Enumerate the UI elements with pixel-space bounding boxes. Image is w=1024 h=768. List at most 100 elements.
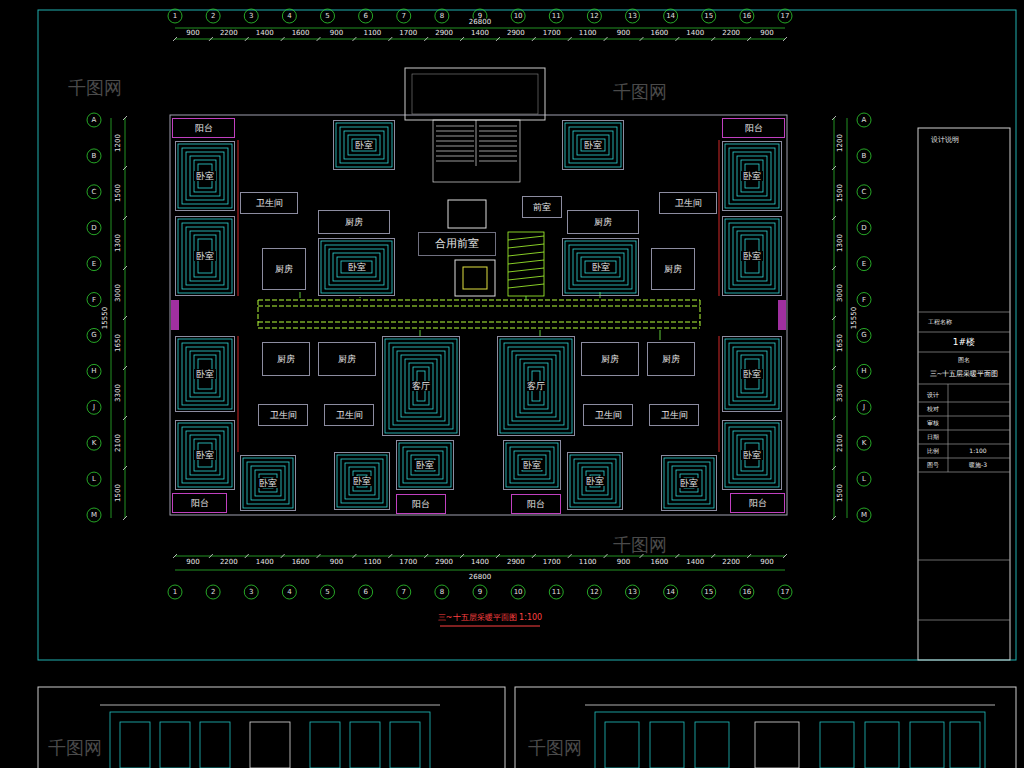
- axis-letter: F: [862, 296, 866, 303]
- axis-circle: [857, 508, 871, 522]
- axis-number: 4: [287, 13, 291, 20]
- title-block-text: 1:100: [969, 448, 986, 454]
- axis-letter: E: [92, 260, 96, 267]
- room-box: 卧室: [503, 440, 561, 490]
- building-outline: [170, 115, 787, 515]
- axis-letter: H: [91, 368, 96, 375]
- axis-circle: [664, 9, 678, 23]
- room-label: 厨房: [273, 264, 295, 275]
- balcony-room: 阳台: [730, 493, 785, 513]
- room-label: 卫生间: [254, 198, 285, 209]
- dimension-tick: [317, 554, 321, 558]
- room-label: 卧室: [194, 171, 216, 182]
- dimension-text: 1600: [649, 559, 669, 566]
- axis-letter: M: [861, 512, 867, 519]
- axis-number: 10: [514, 589, 523, 596]
- room-box: 卧室: [396, 440, 454, 490]
- axis-number: 13: [628, 589, 637, 596]
- axis-letter: E: [862, 260, 866, 267]
- axis-circle: [857, 364, 871, 378]
- axis-number: 2: [211, 589, 215, 596]
- axis-number: 1: [173, 589, 177, 596]
- dimension-tick: [460, 554, 464, 558]
- room-label: 阳台: [410, 499, 432, 510]
- dimension-text: 1600: [291, 30, 311, 37]
- title-block-text: 1#楼: [953, 338, 975, 347]
- wall-block: [778, 300, 786, 330]
- dimension-total: 15550: [851, 306, 858, 330]
- heating-coil: [573, 131, 613, 159]
- heating-coil: [524, 363, 548, 409]
- wall-line: [238, 140, 719, 452]
- dimension-tick: [604, 37, 608, 41]
- axis-circle: [435, 585, 449, 599]
- heating-coil: [194, 160, 216, 192]
- heating-coil: [255, 470, 281, 496]
- axis-number: 16: [742, 13, 751, 20]
- room-box: 卧室: [562, 120, 624, 170]
- dimension-tick: [675, 37, 679, 41]
- title-block-text: 审核: [927, 420, 939, 426]
- room-box: 卫生间: [240, 192, 298, 214]
- heating-coil: [741, 355, 763, 393]
- axis-number: 11: [552, 13, 561, 20]
- heating-coil: [178, 339, 232, 409]
- corridor-main-pipe: [258, 300, 700, 328]
- dimension-text: 2200: [721, 559, 741, 566]
- dimension-text: 1700: [398, 559, 418, 566]
- axis-circle: [511, 9, 525, 23]
- axis-number: 7: [402, 13, 406, 20]
- room-label: 合用前室: [433, 237, 481, 250]
- axis-circle: [321, 9, 335, 23]
- room-box: 厨房: [262, 248, 306, 290]
- heating-coil: [737, 231, 767, 281]
- axis-circle: [87, 472, 101, 486]
- dimension-text: 1200: [837, 133, 844, 153]
- wall-block: [171, 300, 179, 330]
- room-label: 卧室: [414, 460, 436, 471]
- heating-coil: [522, 459, 542, 471]
- heating-coil: [737, 351, 767, 397]
- axis-number: 12: [590, 13, 599, 20]
- heating-coil: [500, 339, 572, 433]
- dimension-tick: [424, 554, 428, 558]
- balcony-room: 阳台: [722, 118, 785, 138]
- dimension-tick: [460, 37, 464, 41]
- axis-circle: [87, 436, 101, 450]
- room-label: 卫生间: [593, 410, 624, 421]
- axis-number: 5: [325, 589, 329, 596]
- room-box: 卧室: [333, 120, 395, 170]
- heating-coil: [348, 135, 380, 155]
- dimension-text: 2900: [506, 30, 526, 37]
- room-label: 阳台: [189, 498, 211, 509]
- axis-letter: K: [92, 440, 97, 447]
- heating-coil: [574, 459, 616, 503]
- watermark: 千图网: [48, 739, 102, 757]
- axis-circle: [87, 364, 101, 378]
- dimension-text: 2900: [506, 559, 526, 566]
- dimension-text: 1400: [470, 30, 490, 37]
- axis-letter: B: [862, 152, 867, 159]
- axis-circle: [244, 585, 258, 599]
- heating-coil: [510, 447, 554, 483]
- heating-coil: [243, 458, 293, 508]
- room-label: 卧室: [194, 450, 216, 461]
- heating-coil: [190, 231, 220, 281]
- thumbnail-frame: [515, 687, 1016, 768]
- dimension-line: [175, 39, 785, 40]
- heating-coil: [729, 148, 775, 204]
- axis-circle: [435, 9, 449, 23]
- dimension-line: [175, 28, 785, 29]
- heating-coil: [581, 257, 620, 277]
- dimension-text: 2200: [219, 30, 239, 37]
- heating-coil: [565, 241, 636, 293]
- axis-circle: [549, 585, 563, 599]
- axis-number: 8: [440, 589, 444, 596]
- heating-coil: [577, 253, 624, 281]
- dimension-text: 900: [185, 559, 200, 566]
- axis-circle: [87, 400, 101, 414]
- axis-circle: [857, 185, 871, 199]
- dimension-text: 1200: [115, 133, 122, 153]
- axis-letter: L: [92, 476, 96, 483]
- axis-circle: [549, 9, 563, 23]
